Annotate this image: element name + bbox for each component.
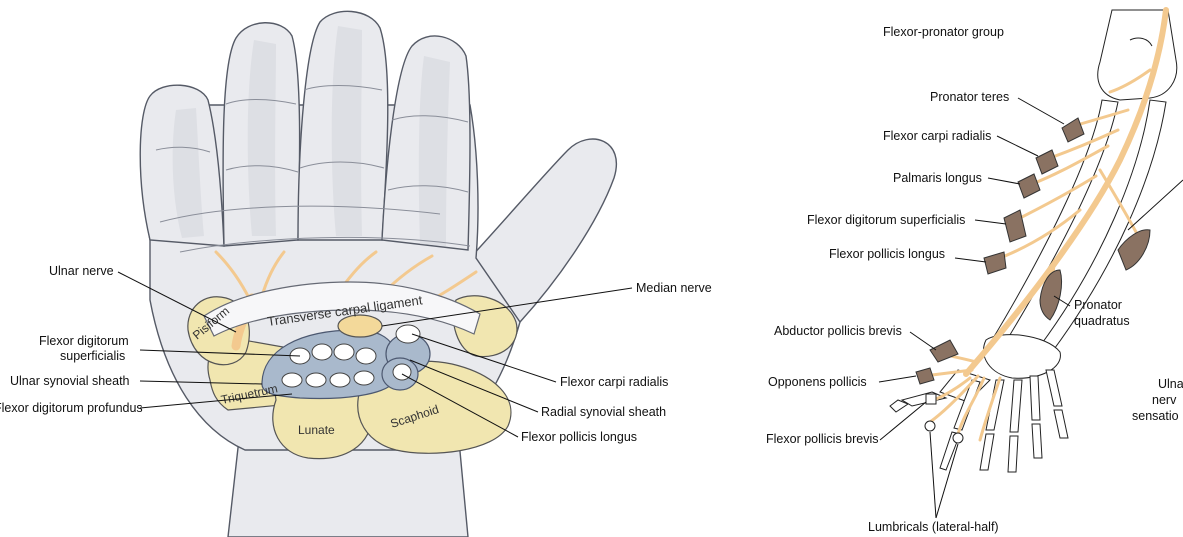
ulnar-nerve-label: Ulnar nerve: [49, 264, 114, 278]
flexor-pollicis-brevis-label: Flexor pollicis brevis: [766, 432, 879, 446]
hand-illustration: Transverse carpal ligament Pisiform Triq…: [139, 10, 617, 537]
digit-bones: [939, 369, 1069, 473]
flexor-carpi-radialis-stump: [1035, 149, 1059, 175]
median-nerve-label: Median nerve: [636, 281, 712, 295]
palmaris-longus-label: Palmaris longus: [893, 171, 982, 185]
radial-synovial-sheath-label: Radial synovial sheath: [541, 405, 666, 419]
median-nerve-section: [337, 314, 383, 338]
cut-label-line3: sensatio: [1132, 409, 1179, 423]
abductor-pollicis-brevis-label: Abductor pollicis brevis: [774, 324, 902, 338]
flexor-pollicis-longus-label-left: Flexor pollicis longus: [521, 430, 637, 444]
pronator-quadratus-label-1: Pronator: [1074, 298, 1122, 312]
opponens-pollicis-label: Opponens pollicis: [768, 375, 867, 389]
forearm-illustration: [889, 7, 1178, 473]
abductor-pollicis-brevis-muscle: [929, 339, 959, 363]
flexor-pronator-group-title: Flexor-pronator group: [883, 25, 1004, 39]
ulnar-synovial-sheath-label: Ulnar synovial sheath: [10, 374, 130, 388]
flexor-pollicis-brevis-muscle: [925, 393, 937, 405]
fds-stump: [1003, 209, 1027, 243]
fds-label-line1: Flexor digitorum: [39, 334, 129, 348]
fds-label-line2: superficialis: [60, 349, 125, 363]
right-leader-lines: [878, 97, 1183, 519]
fds-label-right: Flexor digitorum superficialis: [807, 213, 965, 227]
pronator-quadratus-muscle: [1039, 269, 1063, 321]
fpl-stump: [983, 251, 1007, 275]
flexor-carpi-radialis-label-right: Flexor carpi radialis: [883, 129, 991, 143]
lumbrical-2: [952, 432, 964, 444]
pronator-teres-stump: [1061, 117, 1085, 143]
transverse-carpal-ligament: [203, 281, 481, 337]
left-leader-lines: [117, 271, 633, 438]
palmaris-longus-stump: [1017, 173, 1041, 199]
muscle-stumps: [915, 117, 1151, 444]
fdp-label: Flexor digitorum profundus: [0, 401, 143, 415]
fpl-label-right: Flexor pollicis longus: [829, 247, 945, 261]
lumbrical-1: [924, 420, 936, 432]
pronator-teres-label: Pronator teres: [930, 90, 1009, 104]
ulnar-side-muscle: [1117, 229, 1151, 271]
lumbricals-label: Lumbricals (lateral-half): [868, 520, 999, 534]
lunate-label: Lunate: [298, 423, 335, 437]
pronator-quadratus-label-2: quadratus: [1074, 314, 1130, 328]
cut-label-line2: nerv: [1152, 393, 1177, 407]
flexor-carpi-radialis-label-left: Flexor carpi radialis: [560, 375, 668, 389]
opponens-pollicis-muscle: [915, 367, 935, 385]
flexor-tendons: [281, 324, 421, 388]
cut-label-line1: Ulna: [1158, 377, 1183, 391]
